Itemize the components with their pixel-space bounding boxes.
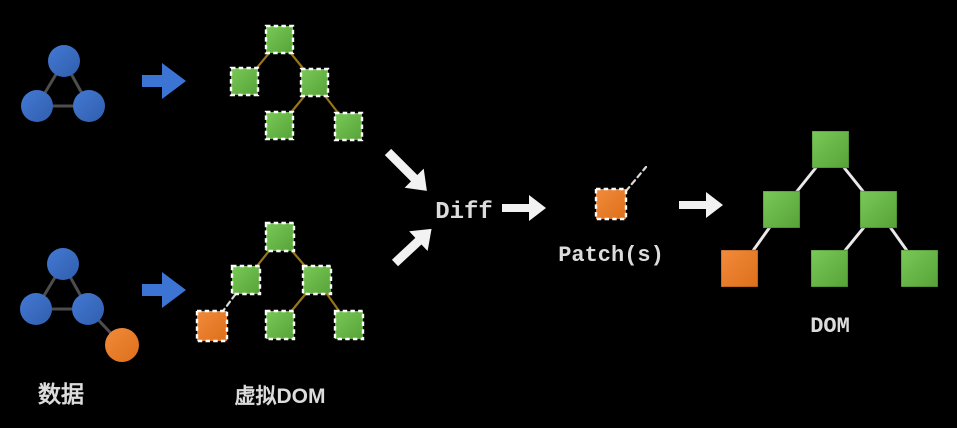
vdom-node: [264, 110, 295, 141]
patch-label: Patch(s): [558, 243, 664, 268]
data-node: [73, 90, 105, 122]
dom-node: [859, 190, 898, 229]
data-node: [72, 293, 104, 325]
data-label: 数据: [38, 381, 84, 407]
data-node: [20, 293, 52, 325]
diff-to-patch-arrow: [502, 195, 546, 221]
data-node-changed: [105, 328, 139, 362]
vdom-node: [229, 66, 260, 97]
vdom-node: [264, 309, 296, 341]
data-node: [21, 90, 53, 122]
diff-input-arrow: [384, 148, 427, 191]
data-node: [47, 248, 79, 280]
dom-node: [762, 190, 801, 229]
diff-input-arrow: [391, 228, 432, 267]
virtual-dom-label: 虚拟DOM: [235, 384, 326, 408]
diff-label: Diff: [435, 199, 493, 226]
vdom-node-changed: [195, 309, 229, 343]
vdom-node: [230, 264, 262, 296]
dom-node: [811, 130, 850, 169]
patch-to-dom-arrow: [679, 192, 723, 218]
vdom-node: [299, 67, 330, 98]
vdom-node: [264, 24, 295, 55]
data-node: [48, 45, 80, 77]
patch-node: [594, 187, 628, 221]
patch-link-dashed-edge: [624, 165, 648, 193]
vdom-node: [264, 221, 296, 253]
dom-node: [900, 249, 939, 288]
transform-arrow: [142, 63, 186, 99]
dom-label: DOM: [810, 314, 850, 339]
vdom-node: [333, 111, 364, 142]
vdom-node: [301, 264, 333, 296]
transform-arrow: [142, 272, 186, 308]
vdom-node: [333, 309, 365, 341]
dom-node: [810, 249, 849, 288]
dom-node-changed: [720, 249, 759, 288]
